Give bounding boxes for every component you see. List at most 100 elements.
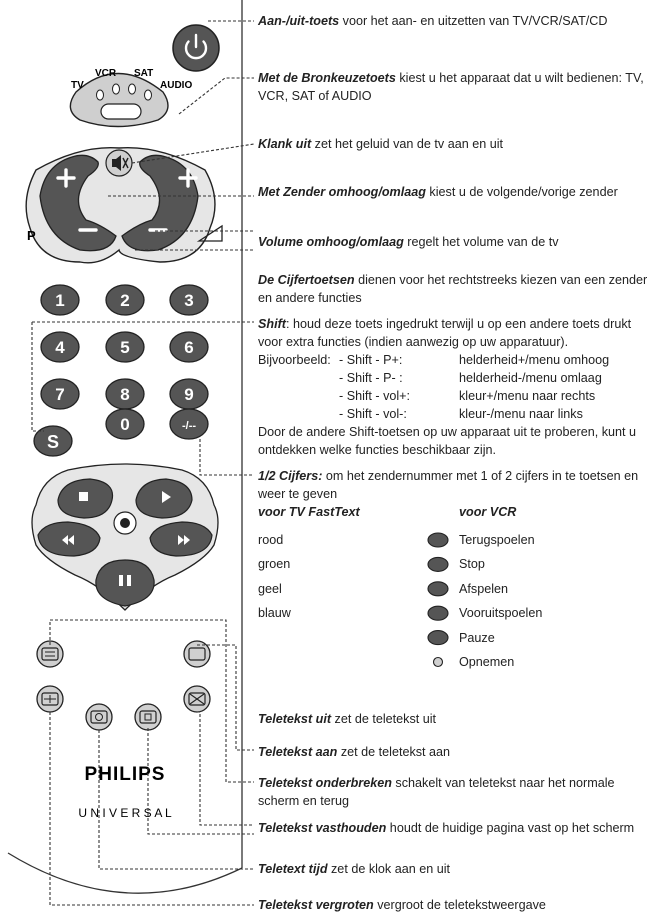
desc-teletext-off-text: zet de teletekst uit	[331, 712, 437, 726]
desc-teletext-time-title: Teletext tijd	[258, 862, 328, 876]
vcr-chip-forward	[427, 605, 449, 621]
program-up-icon	[56, 168, 76, 188]
desc-volume: Volume omhoog/omlaag regelt het volume v…	[258, 233, 650, 251]
desc-teletext-hold: Teletekst vasthouden houdt de huidige pa…	[258, 819, 650, 837]
desc-volume-text: regelt het volume van de tv	[403, 235, 559, 249]
pause-icon	[119, 575, 123, 586]
shift-results: helderheid+/menu omhoog helderheid-/menu…	[459, 351, 609, 423]
digit-label-5: 5	[120, 338, 129, 357]
vcr-chip-stop	[427, 556, 449, 572]
desc-teletext-cancel-title: Teletekst onderbreken	[258, 776, 392, 790]
source-label-vcr: VCR	[95, 68, 117, 79]
shift-combo-3: - Shift - vol+:	[339, 389, 411, 404]
pause-button[interactable]	[95, 559, 155, 607]
power-button[interactable]	[172, 24, 220, 72]
cancel-icon	[188, 692, 206, 706]
rewind-icon	[62, 535, 74, 545]
teletext-off-button[interactable]	[183, 640, 211, 668]
vcr-item-play: Afspelen	[459, 581, 509, 596]
desc-teletext-enlarge: Teletekst vergroten vergroot de teleteks…	[258, 896, 650, 914]
vcr-chip-record	[432, 656, 444, 668]
play-button[interactable]	[135, 478, 193, 519]
brand-logo: PHILIPS	[85, 764, 166, 785]
digit-button-1[interactable]: 1	[40, 284, 80, 316]
desc-power-title: Aan-/uit-toets	[258, 14, 340, 28]
digit-label-3: 3	[184, 291, 193, 310]
shift-button[interactable]: S	[33, 425, 73, 457]
desc-teletext-hold-title: Teletekst vasthouden	[258, 821, 387, 835]
desc-digits-text: dienen voor het rechtstreeks kiezen van …	[258, 273, 648, 305]
teletext-on-button[interactable]	[36, 640, 64, 668]
power-icon	[184, 40, 208, 60]
digit-entry-button[interactable]: -/--	[169, 408, 209, 440]
shift-combo-4: - Shift - vol-:	[339, 407, 407, 422]
desc-teletext-on-text: zet de teletekst aan	[337, 745, 451, 759]
teletext-cancel-button[interactable]	[183, 685, 211, 713]
desc-source-title: Met de Bronkeuzetoets	[258, 71, 396, 85]
source-label-sat: SAT	[134, 68, 153, 79]
teletext-hold-button[interactable]	[134, 703, 162, 731]
vcr-item-forward: Vooruitspoelen	[459, 606, 543, 621]
vcr-item-rewind: Terugspoelen	[459, 533, 535, 547]
vcr-item-pause: Pauze	[459, 630, 495, 645]
brand-subtitle: U N I V E R S A L	[78, 806, 172, 820]
mute-button[interactable]	[105, 149, 133, 177]
digit-button-8[interactable]: 8	[105, 378, 145, 410]
digit-label-6: 6	[184, 338, 193, 357]
desc-digit-entry-title: 1/2 Cijfers:	[258, 469, 323, 483]
digit-label-4: 4	[55, 338, 65, 357]
desc-teletext-enlarge-title: Teletekst vergroten	[258, 898, 374, 912]
forward-button[interactable]	[149, 521, 213, 557]
digit-button-2[interactable]: 2	[105, 284, 145, 316]
digit-button-4[interactable]: 4	[40, 331, 80, 363]
record-icon	[120, 518, 130, 528]
source-selector[interactable]	[69, 72, 169, 128]
shift-combos: - Shift - P+: - Shift - P- : - Shift - v…	[339, 351, 410, 423]
desc-teletext-on-title: Teletekst aan	[258, 745, 338, 759]
shift-result-4: kleur-/menu naar links	[459, 407, 583, 422]
desc-source: Met de Bronkeuzetoets kiest u het appara…	[258, 69, 650, 105]
record-button[interactable]	[113, 511, 137, 535]
source-label-audio: AUDIO	[160, 80, 192, 91]
rewind-button[interactable]	[37, 521, 101, 557]
mute-icon	[112, 155, 121, 171]
digit-button-3[interactable]: 3	[169, 284, 209, 316]
teletext-time-button[interactable]	[85, 703, 113, 731]
shift-label: S	[47, 432, 59, 452]
stop-icon	[79, 492, 88, 501]
vcr-chip-pause	[427, 630, 449, 646]
desc-teletext-cancel-text: schakelt van teletekst naar het normale …	[258, 776, 615, 808]
digit-label-0: 0	[120, 415, 129, 434]
desc-shift: Shift: houd deze toets ingedrukt terwijl…	[258, 315, 650, 351]
tv-screen-icon	[188, 647, 206, 661]
source-select-button[interactable]	[100, 103, 142, 120]
digit-button-5[interactable]: 5	[105, 331, 145, 363]
desc-program-text: kiest u de volgende/vorige zender	[425, 185, 618, 199]
desc-teletext-off-title: Teletekst uit	[258, 712, 332, 726]
desc-source-text: kiest u het apparaat dat u wilt bedienen…	[258, 71, 644, 103]
digit-button-6[interactable]: 6	[169, 331, 209, 363]
shift-example-label: Bijvoorbeeld:	[258, 353, 331, 367]
desc-volume-title: Volume omhoog/omlaag	[258, 235, 404, 249]
volume-up-icon	[178, 168, 198, 188]
digit-entry-label: -/--	[182, 420, 196, 432]
desc-teletext-time: Teletext tijd zet de klok aan en uit	[258, 860, 650, 878]
desc-teletext-hold-text: houdt de huidige pagina vast op het sche…	[386, 821, 635, 835]
stop-button[interactable]	[57, 478, 114, 519]
digit-label-1: 1	[55, 291, 64, 310]
hold-icon	[139, 710, 157, 724]
digit-button-0[interactable]: 0	[105, 408, 145, 440]
shift-combo-1: - Shift - P+:	[339, 353, 403, 367]
teletext-enlarge-button[interactable]	[36, 685, 64, 713]
digit-button-7[interactable]: 7	[40, 378, 80, 410]
shift-outro: Door de andere Shift-toetsen op uw appar…	[258, 425, 637, 457]
desc-digit-entry-text: om het zendernummer met 1 of 2 cijfers i…	[258, 469, 639, 501]
tv-item-yellow: geel	[258, 581, 282, 596]
digit-button-9[interactable]: 9	[169, 378, 209, 410]
program-label: P	[27, 228, 36, 243]
vcr-function-list: Terugspoelen Stop Afspelen Vooruitspoele…	[459, 528, 542, 674]
vcr-item-stop: Stop	[459, 557, 485, 572]
digit-label-9: 9	[184, 385, 193, 404]
